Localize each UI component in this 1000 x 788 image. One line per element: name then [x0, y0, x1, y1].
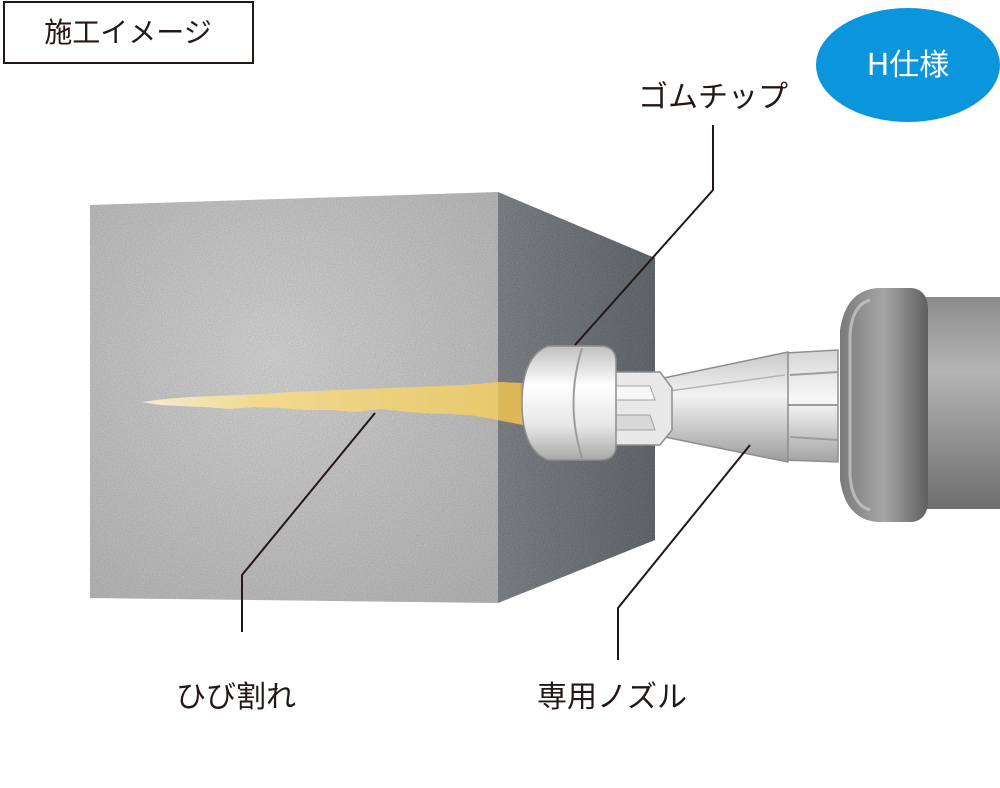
nozzle-cap — [779, 349, 839, 463]
title-text: 施工イメージ — [44, 16, 211, 49]
leader-nozzle — [617, 444, 751, 660]
badge-text: H仕様 — [867, 48, 950, 83]
badge-ellipse — [816, 8, 1000, 122]
leader-lines — [241, 125, 751, 660]
leader-rubber-tip — [574, 125, 714, 346]
spec-badge: H仕様 — [816, 8, 1000, 122]
gun-ring — [840, 288, 928, 522]
leader-crack — [241, 412, 376, 632]
callout-nozzle: 専用ノズル — [537, 680, 687, 715]
title-box: 施工イメージ — [3, 1, 254, 64]
rubber-tip — [521, 345, 617, 461]
callout-rubber-tip: ゴムチップ — [638, 80, 788, 115]
crack — [142, 382, 523, 425]
caulking-gun — [840, 288, 1000, 522]
callout-crack: ひび割れ — [176, 680, 296, 715]
